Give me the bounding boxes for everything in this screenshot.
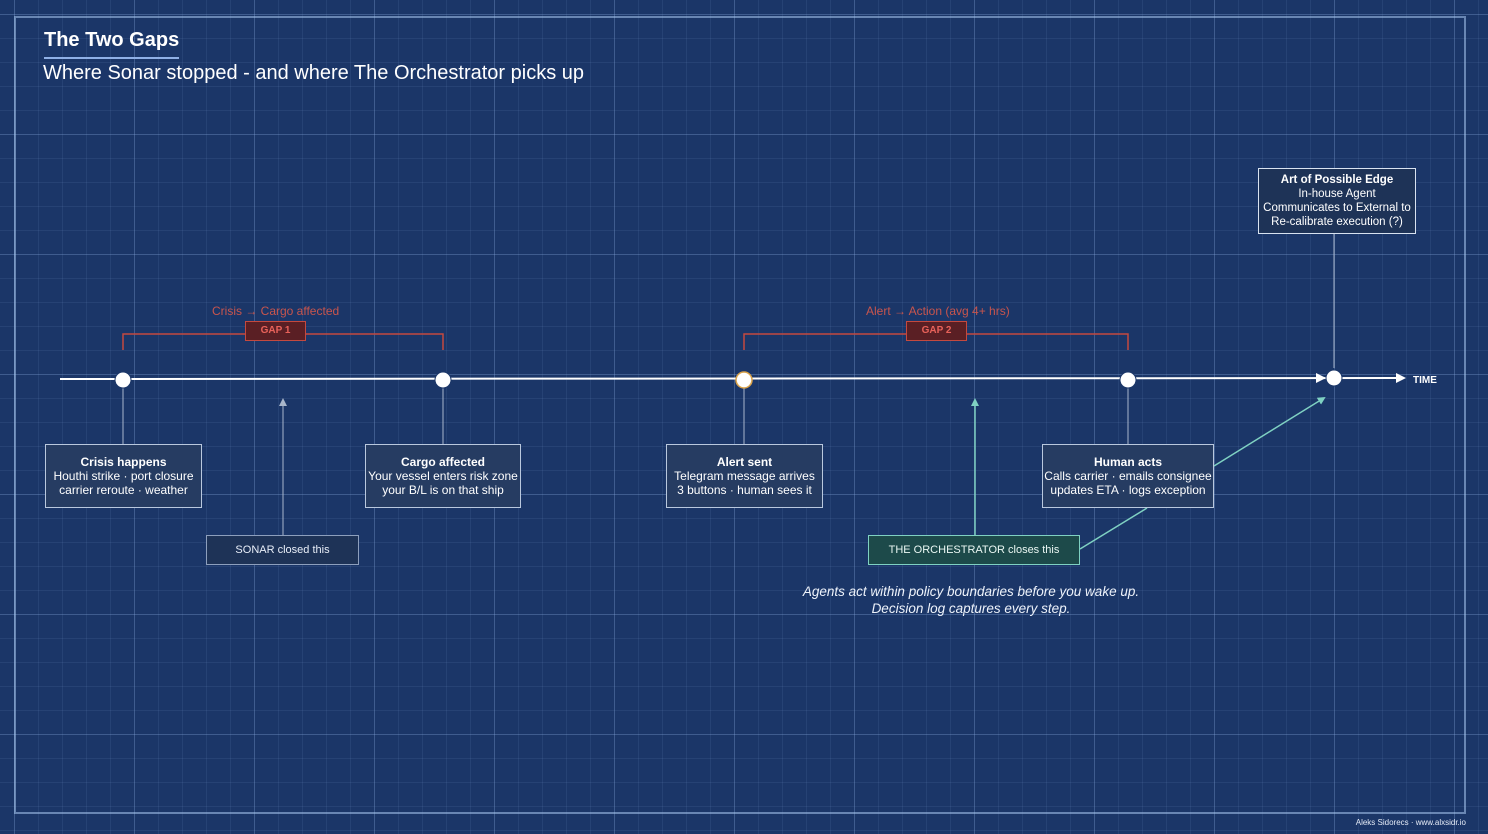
cargo-line-1: Your vessel enters risk zone (368, 469, 518, 483)
alert-event-box: Alert sent Telegram message arrives 3 bu… (666, 444, 823, 508)
crisis-title: Crisis happens (80, 455, 167, 469)
cargo-line-2: your B/L is on that ship (382, 483, 504, 497)
human-event-box: Human acts Calls carrier · emails consig… (1042, 444, 1214, 508)
agents-note-line-1: Agents act within policy boundaries befo… (802, 584, 1140, 599)
alert-line-2: 3 buttons · human sees it (677, 483, 812, 497)
alert-line-1: Telegram message arrives (674, 469, 815, 483)
time-axis-label: TIME (1413, 375, 1437, 386)
page-subtitle: Where Sonar stopped - and where The Orch… (43, 62, 585, 84)
human-line-1: Calls carrier · emails consignee (1044, 469, 1212, 483)
edge-title: Art of Possible Edge (1280, 174, 1394, 186)
crisis-line-2: carrier reroute · weather (59, 483, 188, 497)
human-title: Human acts (1093, 455, 1163, 469)
timeline-axis (59, 373, 1406, 384)
edge-line-1: In-house Agent (1298, 188, 1376, 200)
sonar-closed-box: SONAR closed this (206, 535, 359, 565)
gap1-tag: GAP 1 (245, 321, 306, 341)
orchestrator-closes-box: THE ORCHESTRATOR closes this (868, 535, 1080, 565)
footer-credit: Aleks Sidorecs · www.alxsidr.io (1355, 818, 1466, 827)
gap2-label: Alert → Action (avg 4+ hrs) (866, 304, 1010, 318)
alert-title: Alert sent (716, 455, 773, 469)
page-title: The Two Gaps (44, 29, 180, 59)
human-node (1119, 371, 1137, 389)
edge-node (1325, 369, 1343, 387)
cargo-event-box: Cargo affected Your vessel enters risk z… (365, 444, 521, 508)
cargo-title: Cargo affected (400, 455, 486, 469)
edge-line-2: Communicates to External to (1263, 202, 1411, 214)
alert-node (735, 371, 753, 389)
gap1-label: Crisis → Cargo affected (212, 304, 340, 318)
agents-note: Agents act within policy boundaries befo… (771, 583, 1171, 617)
crisis-node (114, 371, 132, 389)
human-line-2: updates ETA · logs exception (1050, 483, 1206, 497)
crisis-event-box: Crisis happens Houthi strike · port clos… (45, 444, 202, 508)
art-of-possible-edge-box: Art of Possible Edge In-house Agent Comm… (1258, 168, 1416, 234)
cargo-node (434, 371, 452, 389)
timeline-mid-arrowhead (1316, 373, 1326, 383)
agents-note-line-2: Decision log captures every step. (871, 601, 1071, 616)
human-edge-arrow (1213, 396, 1326, 467)
crisis-line-1: Houthi strike · port closure (53, 469, 194, 483)
gap2-tag: GAP 2 (906, 321, 967, 341)
diagram-frame (14, 16, 1466, 814)
edge-line-3: Re-calibrate execution (?) (1271, 216, 1403, 228)
orchestrator-human-link (1079, 507, 1148, 550)
